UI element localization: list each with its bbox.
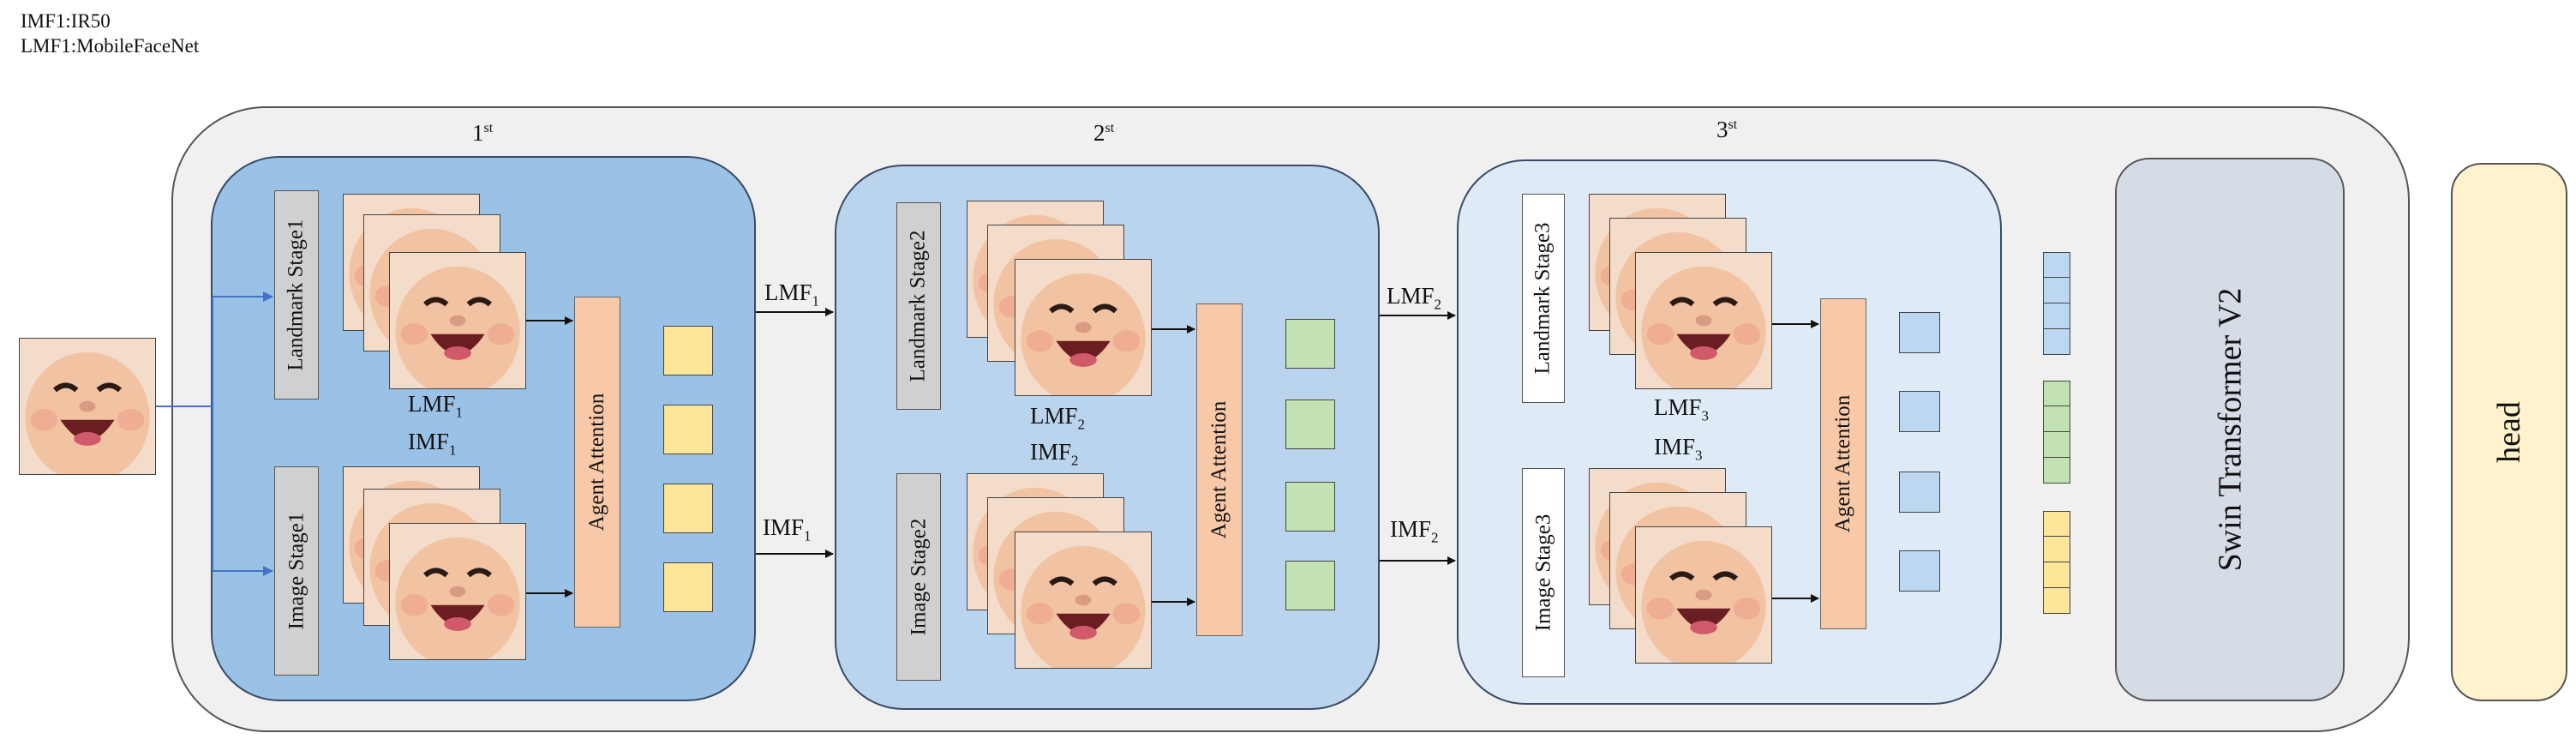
head-block: head: [2451, 163, 2567, 701]
transition-2-imf-label: IMF2: [1390, 516, 1439, 546]
stage-2-lmf-label: LMF2: [1030, 403, 1086, 433]
input-arrows: [156, 291, 273, 576]
image-stage-3: Image Stage3: [1522, 468, 1565, 677]
stage-3-imf-label: IMF3: [1654, 434, 1703, 464]
stage-3-token: [1899, 391, 1940, 432]
blue-token-bar: [2043, 252, 2070, 355]
stage-2-token: [1285, 400, 1335, 449]
stage-3-lmf-label: LMF3: [1654, 394, 1710, 424]
landmark-stage-3: Landmark Stage3: [1522, 194, 1565, 403]
stage-2-imf-face-c: [1015, 532, 1152, 669]
stage-1-title: 1st: [472, 120, 494, 146]
stage-2-imf-label: IMF2: [1030, 439, 1079, 469]
transition-1-imf-label: IMF1: [763, 514, 812, 544]
stage-1-agent-attention: Agent Attention: [574, 297, 620, 628]
stage-3-agent-attention: Agent Attention: [1820, 298, 1866, 629]
stage-3-token: [1899, 472, 1940, 513]
stage-3-title: 3st: [1716, 117, 1738, 142]
landmark-stage-1: Landmark Stage1: [274, 190, 319, 400]
stage-1-token: [663, 326, 713, 376]
stage-2-lmf-face-c: [1015, 259, 1152, 396]
image-stage-1: Image Stage1: [274, 466, 319, 676]
stage-3-token: [1899, 550, 1940, 592]
stage-2-agent-attention: Agent Attention: [1196, 303, 1243, 636]
model-legend: IMF1:IR50 LMF1:MobileFaceNet: [21, 9, 199, 58]
image-stage-2: Image Stage2: [896, 473, 941, 681]
stage-2-title: 2st: [1093, 120, 1115, 146]
stage-1-imf-face-c: [389, 523, 526, 660]
stage-2-token: [1285, 561, 1335, 610]
legend-imf: IMF1:IR50: [21, 10, 111, 32]
green-token-bar: [2043, 381, 2070, 484]
stage-1-lmf-face-c: [389, 252, 526, 389]
stage-3-imf-face-c: [1635, 526, 1772, 664]
stage-1-token: [663, 405, 713, 454]
stage-3-lmf-face-c: [1635, 252, 1772, 389]
stage-1-lmf-label: LMF1: [408, 391, 464, 421]
stage-2-token: [1285, 482, 1335, 532]
yellow-token-bar: [2043, 511, 2070, 614]
swin-transformer-block: Swin Transformer V2: [2115, 158, 2345, 701]
legend-lmf: LMF1:MobileFaceNet: [21, 35, 200, 57]
stage-1-token: [663, 484, 713, 533]
input-face-image: [19, 338, 156, 475]
stage-3-token: [1899, 312, 1940, 353]
stage-1-token: [663, 562, 713, 612]
transition-2-lmf-label: LMF2: [1387, 283, 1442, 313]
landmark-stage-2: Landmark Stage2: [896, 202, 941, 410]
stage-1-imf-label: IMF1: [408, 429, 457, 459]
transition-1-lmf-label: LMF1: [764, 279, 820, 309]
stage-2-token: [1285, 319, 1335, 369]
